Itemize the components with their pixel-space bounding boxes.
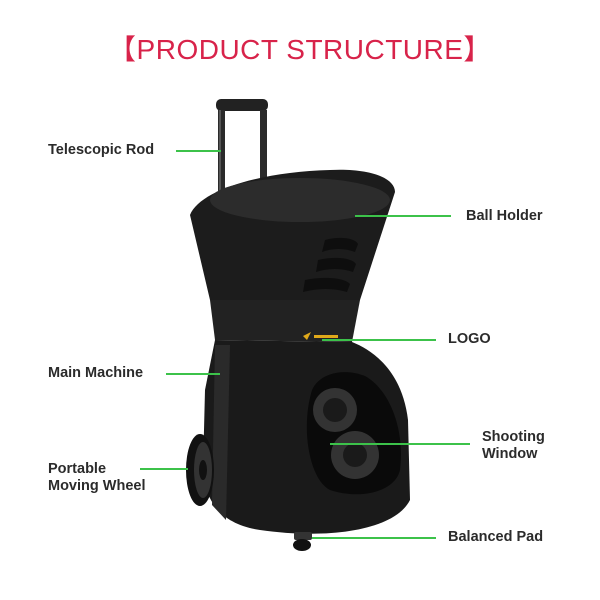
pointer-line-telescopic-rod <box>176 150 221 152</box>
label-balanced-pad: Balanced Pad <box>448 529 544 545</box>
ball-holder-shape <box>190 169 395 313</box>
label-moving-wheel-line2: Moving Wheel <box>48 478 146 494</box>
label-moving-wheel-line1: Portable <box>48 461 107 477</box>
pointer-line-logo <box>322 339 436 341</box>
label-shooting-window: Shooting Window <box>482 429 545 463</box>
label-shooting-window-line2: Window <box>482 446 538 462</box>
pointer-line-balanced-pad <box>312 537 436 539</box>
pointer-line-ball-holder <box>355 215 451 217</box>
pointer-line-moving-wheel <box>140 468 188 470</box>
logo-mark <box>303 332 338 340</box>
pointer-line-main-machine <box>166 373 220 375</box>
label-ball-holder: Ball Holder <box>466 208 543 224</box>
moving-wheel-shape <box>186 434 214 506</box>
page-title: 【PRODUCT STRUCTURE】 <box>108 34 492 65</box>
telescopic-rod-shape <box>216 99 268 230</box>
label-shooting-window-line1: Shooting <box>482 429 545 445</box>
label-telescopic-rod: Telescopic Rod <box>48 142 155 158</box>
label-logo: LOGO <box>448 331 491 347</box>
balanced-pad-shape <box>293 532 312 551</box>
pointer-line-shooting-window <box>330 443 470 445</box>
label-main-machine: Main Machine <box>48 365 144 381</box>
label-moving-wheel: Portable Moving Wheel <box>48 461 145 495</box>
